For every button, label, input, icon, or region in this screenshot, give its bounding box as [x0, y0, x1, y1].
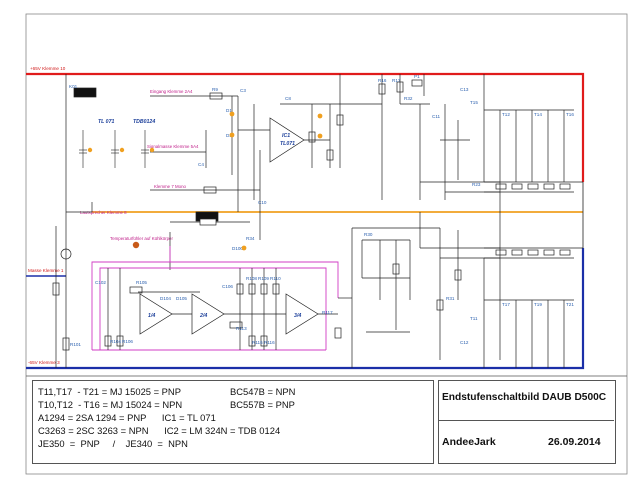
- c11-label: C11: [432, 114, 441, 119]
- sheet-frame: [25, 13, 628, 475]
- d104-label: D104: [160, 296, 171, 301]
- c102-label: C102: [95, 280, 106, 285]
- p1-label: P1: [414, 74, 420, 79]
- mono-label: Klemme 7 Mono: [154, 184, 187, 189]
- r106-label: R106: [122, 339, 133, 344]
- power-rails: [26, 72, 585, 370]
- schematic-title: Endstufenschaltbild DAUB D500C: [442, 392, 607, 403]
- r34-label: R34: [246, 236, 255, 241]
- relay-k01-label: K01: [69, 84, 78, 89]
- r113-label: R113: [236, 326, 247, 331]
- t12-label: T12: [502, 112, 510, 117]
- legend-line-4: C3263 = 2SC 3263 = NPN IC2 = LM 324N = T…: [38, 425, 281, 436]
- legend-line-1: T11,T17 - T21 = MJ 15025 = PNP: [38, 386, 181, 397]
- r30-label: R30: [364, 232, 373, 237]
- r108-label: R108: [246, 276, 257, 281]
- t15-label: T15: [470, 100, 478, 105]
- legend-box: [32, 380, 434, 464]
- c10-label: C10: [258, 200, 267, 205]
- legend-line-3: A1294 = 2SA 1294 = PNP IC1 = TL 071: [38, 412, 216, 423]
- lm324-section: [104, 268, 338, 350]
- r16-label: R16: [378, 78, 387, 83]
- date-label: 26.09.2014: [548, 436, 601, 448]
- c3-label: C3: [240, 88, 246, 93]
- tl071-note: TL 071: [98, 119, 114, 125]
- legend-line-5: JE350 = PNP / JE340 = NPN: [38, 438, 188, 449]
- temp-sensor-label: Temperaturfühler auf Kühlkörper: [110, 236, 174, 241]
- protection-circuit: [91, 246, 339, 351]
- r105-label: R105: [136, 280, 147, 285]
- r17-label: R17: [392, 78, 401, 83]
- d105-label: D105: [176, 296, 187, 301]
- r104-label: R104: [110, 339, 121, 344]
- r116-label: R116: [264, 340, 275, 345]
- relay-section: [52, 74, 97, 368]
- tdb0124-note: TDB0124: [133, 119, 155, 125]
- ic1-label: IC1: [282, 133, 290, 139]
- minus-rail: [26, 248, 585, 370]
- title-block: [438, 380, 616, 464]
- r31-label: R31: [446, 296, 455, 301]
- t11-label: T11: [470, 316, 478, 321]
- c4-label: C4: [198, 162, 204, 167]
- legend-bc547: BC547B = NPN: [230, 386, 296, 397]
- r115-label: R115: [252, 340, 263, 345]
- t17-label: T17: [502, 302, 510, 307]
- diode-markers: [87, 111, 323, 251]
- plus-rail-label: +65V Klemme 10: [30, 66, 66, 71]
- r23-label: R23: [472, 182, 481, 187]
- op-1-label: 1/4: [148, 313, 155, 319]
- input-stage: [150, 74, 382, 270]
- r32-label: R32: [404, 96, 413, 101]
- op-2-label: 2/4: [199, 313, 207, 319]
- ic-supply-caps: [79, 130, 149, 168]
- d100-label: D100: [232, 246, 243, 251]
- r109-label: R109: [258, 276, 269, 281]
- ground-rail-label: Masse Klemme 1: [28, 268, 64, 273]
- op-3-label: 3/4: [294, 313, 301, 319]
- d3-label: D3: [226, 133, 232, 138]
- t16-label: T16: [566, 112, 574, 117]
- title-block-divider: [438, 420, 614, 421]
- speaker-label: Lautsprecher Klemme 8: [80, 210, 127, 215]
- author-label: AndeeJark: [442, 436, 496, 448]
- c8-label: C8: [285, 96, 291, 101]
- minus-rail-label: -65V Klemme 3: [28, 360, 60, 365]
- c106-label: C106: [222, 284, 233, 289]
- t19-label: T19: [534, 302, 542, 307]
- signal-ground-label: Signalmasse Klemme 5A4: [147, 144, 199, 149]
- driver-stage: [334, 74, 500, 368]
- legend-bc557: BC557B = PNP: [230, 399, 295, 410]
- t21-label: T21: [566, 302, 574, 307]
- c13-label: C13: [460, 87, 469, 92]
- d1-label: D1: [226, 108, 232, 113]
- r101-label: R101: [70, 342, 81, 347]
- r110-label: R110: [270, 276, 281, 281]
- c107-r117-label: R117: [322, 310, 333, 315]
- r9-label: R9: [212, 87, 218, 92]
- plus-rail: [26, 72, 585, 182]
- input-label: Eingang Klemme 2A4: [150, 89, 193, 94]
- output-transistors: [483, 74, 583, 368]
- legend-line-2: T10,T12 - T16 = MJ 15024 = NPN: [38, 399, 183, 410]
- ic1-type-label: TL071: [280, 141, 295, 147]
- t14-label: T14: [534, 112, 542, 117]
- c12-label: C12: [460, 340, 469, 345]
